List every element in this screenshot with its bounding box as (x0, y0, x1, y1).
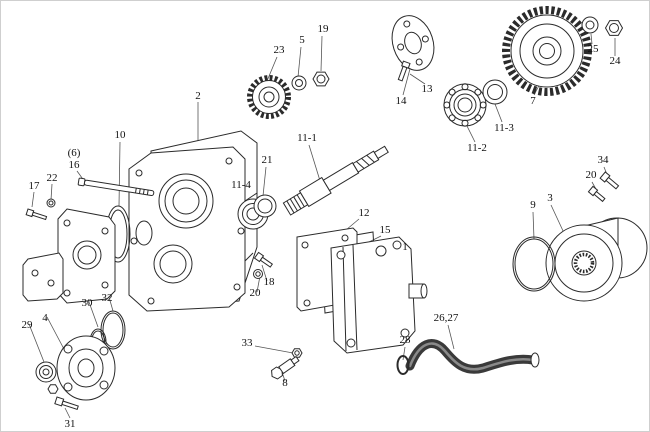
part-label-1: 1 (402, 241, 408, 253)
part-label-2: 2 (195, 90, 201, 102)
nut-part-19 (312, 71, 330, 87)
fitting-part-8 (271, 355, 300, 380)
ring-part-21 (253, 194, 277, 218)
part-label-15: 15 (380, 224, 392, 236)
part-label-13: 13 (422, 83, 434, 95)
part-label-5: 5 (299, 34, 305, 46)
part-label-12: 12 (359, 207, 370, 219)
part-label-28: 28 (400, 334, 412, 346)
washer-part-5 (291, 75, 307, 91)
part-label-qty-6: (6) (68, 147, 81, 159)
cover-disc-part-14 (391, 15, 435, 71)
stud-bolt-part-16 (77, 177, 155, 197)
part-label-22: 22 (47, 172, 58, 184)
part-label-34: 34 (598, 154, 610, 166)
washer-part-22 (46, 198, 56, 208)
part-label-19: 19 (318, 23, 330, 35)
part-label-4: 4 (42, 312, 48, 324)
flange-part-4 (56, 335, 116, 401)
small-nut (47, 384, 59, 394)
washer-part-20-bottom (253, 269, 263, 279)
part-labels: 23 5 19 14 13 7 25 24 11-3 11-2 11-1 2 1… (22, 23, 622, 430)
part-label-30: 30 (82, 297, 94, 309)
gear-part-23 (247, 75, 291, 119)
plug-part-33 (291, 348, 303, 358)
part-label-8: 8 (282, 377, 288, 389)
part-label-20-right: 20 (586, 169, 598, 181)
shaft-part-11-1 (282, 145, 389, 216)
pump-part-1 (330, 236, 428, 354)
part-label-10: 10 (115, 129, 127, 141)
part-label-18: 18 (264, 276, 276, 288)
gear-part-7 (502, 6, 592, 96)
housing-main-bore (158, 173, 214, 229)
part-label-32: 32 (102, 292, 113, 304)
bolt-part-17 (25, 208, 48, 221)
part-label-9: 9 (530, 199, 536, 211)
part-label-11-2: 11-2 (467, 142, 487, 154)
bolt-part-13 (397, 60, 411, 82)
housing-part-2 (128, 130, 258, 312)
part-label-25: 25 (588, 43, 600, 55)
part-label-33: 33 (242, 337, 254, 349)
part-label-17: 17 (29, 180, 41, 192)
gear-teeth (502, 6, 592, 96)
washer-part-25 (581, 16, 599, 34)
part-label-3: 3 (547, 192, 553, 204)
part-label-11-4: 11-4 (231, 179, 251, 191)
part-label-7: 7 (530, 95, 536, 107)
part-label-20-bottom: 20 (250, 287, 262, 299)
hose-part-26-27 (405, 339, 540, 374)
part-label-14: 14 (396, 95, 408, 107)
bolt-part-20-right (587, 185, 606, 203)
gear-teeth (247, 75, 291, 119)
bolt-part-18 (253, 251, 274, 268)
left-cover-plate (57, 208, 116, 304)
oring-part-9 (512, 236, 556, 292)
part-label-31: 31 (65, 418, 76, 430)
spline-shaft (573, 252, 595, 274)
part-label-29: 29 (22, 319, 34, 331)
bolt-part-34 (599, 171, 620, 190)
part-label-11-3: 11-3 (494, 122, 514, 134)
part-label-16: 16 (69, 159, 81, 171)
ring-part-11-3 (482, 79, 508, 105)
seal-part-29 (35, 361, 57, 383)
clamp-part-28 (396, 355, 410, 375)
bolt-part-31 (54, 396, 79, 410)
bearing-part-11-2 (443, 83, 487, 127)
nut-part-24 (604, 20, 624, 36)
part-label-23: 23 (274, 44, 286, 56)
small-plate (22, 252, 64, 302)
part-label-24: 24 (610, 55, 622, 67)
part-label-11-1: 11-1 (297, 132, 317, 144)
part-label-21: 21 (262, 154, 273, 166)
part-label-26-27: 26,27 (434, 312, 459, 324)
motor-part-3 (545, 217, 648, 302)
